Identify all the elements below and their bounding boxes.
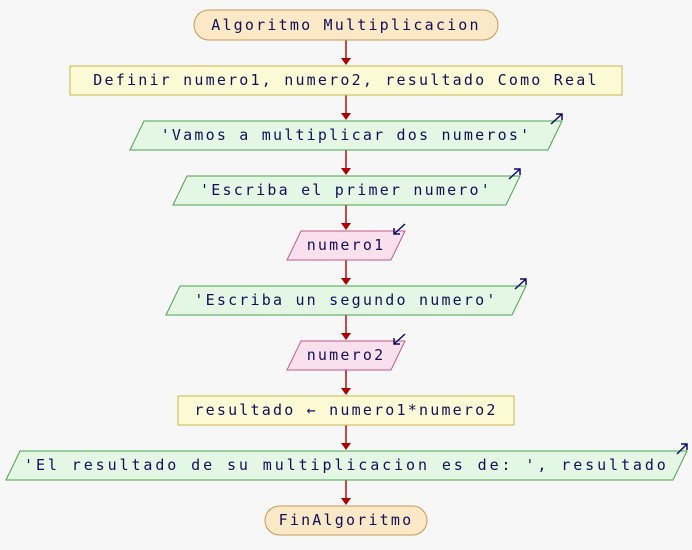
output-arrow-icon bbox=[508, 168, 521, 180]
input-numero1-label: numero1 bbox=[307, 236, 386, 254]
end-terminal: FinAlgoritmo bbox=[264, 505, 428, 536]
input-arrow-icon bbox=[393, 333, 406, 345]
start-terminal-label: Algoritmo Multiplicacion bbox=[211, 16, 481, 34]
output-ask-second-shape bbox=[165, 285, 527, 316]
input-numero1-shape bbox=[286, 230, 406, 261]
output-intro-step: 'Vamos a multiplicar dos numeros' bbox=[129, 113, 563, 151]
start-terminal: Algoritmo Multiplicacion bbox=[193, 9, 499, 41]
connector-1-head bbox=[341, 58, 351, 65]
define-variables-shape bbox=[69, 65, 623, 96]
assign-result-step: resultado ← numero1*numero2 bbox=[177, 395, 515, 426]
input-numero2-step: numero2 bbox=[286, 333, 406, 371]
connector-7-head bbox=[341, 388, 351, 395]
connectors bbox=[341, 40, 351, 505]
output-arrow-icon bbox=[514, 278, 527, 290]
output-ask-first-step: 'Escriba el primer numero' bbox=[172, 168, 521, 206]
connector-4-head bbox=[341, 223, 351, 230]
connector-3-head bbox=[341, 168, 351, 175]
output-ask-second-step: 'Escriba un segundo numero' bbox=[165, 278, 527, 316]
define-variables-label: Definir numero1, numero2, resultado Como… bbox=[93, 71, 598, 89]
end-terminal-shape bbox=[264, 505, 428, 536]
start-terminal-shape bbox=[193, 9, 499, 41]
output-arrow-icon bbox=[676, 443, 688, 455]
output-result-label: 'El resultado de su multiplicacion es de… bbox=[24, 456, 668, 474]
input-arrow-icon bbox=[393, 223, 406, 235]
output-arrow-icon bbox=[550, 113, 563, 125]
connector-8-head bbox=[341, 443, 351, 450]
output-intro-shape bbox=[129, 120, 563, 151]
end-terminal-label: FinAlgoritmo bbox=[279, 511, 414, 529]
connector-6-head bbox=[341, 333, 351, 340]
output-ask-first-shape bbox=[172, 175, 521, 206]
output-intro-label: 'Vamos a multiplicar dos numeros' bbox=[161, 126, 532, 144]
connector-9-head bbox=[341, 498, 351, 505]
input-numero2-label: numero2 bbox=[307, 346, 386, 364]
input-numero1-step: numero1 bbox=[286, 223, 406, 261]
assign-result-label: resultado ← numero1*numero2 bbox=[194, 401, 497, 419]
input-numero2-shape bbox=[286, 340, 406, 371]
output-ask-first-label: 'Escriba el primer numero' bbox=[200, 181, 492, 199]
output-result-step: 'El resultado de su multiplicacion es de… bbox=[5, 443, 688, 481]
output-result-shape bbox=[5, 450, 688, 481]
connector-2-head bbox=[341, 113, 351, 120]
assign-result-shape bbox=[177, 395, 515, 426]
define-variables-step: Definir numero1, numero2, resultado Como… bbox=[69, 65, 623, 96]
connector-5-head bbox=[341, 278, 351, 285]
output-ask-second-label: 'Escriba un segundo numero' bbox=[194, 291, 497, 309]
